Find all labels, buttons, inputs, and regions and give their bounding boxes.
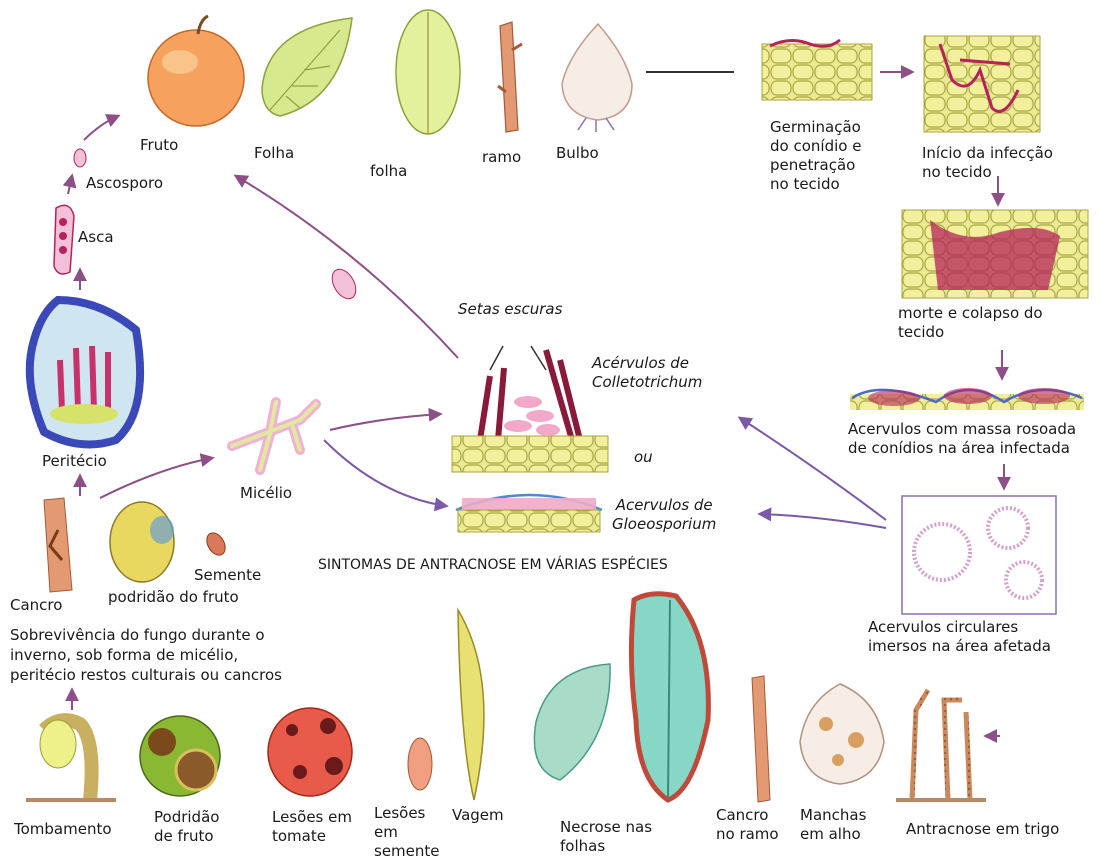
infection-start-label: Início da infecção no tecido	[922, 144, 1053, 182]
apple-rot-label: Podridão de fruto	[154, 808, 219, 846]
wheat-label: Antracnose em trigo	[906, 820, 1059, 839]
ascospore-illustration	[74, 149, 86, 167]
garlic-illustration	[800, 684, 884, 784]
ascus-illustration	[54, 205, 74, 274]
ascospore-label: Ascosporo	[86, 174, 163, 193]
symptoms-title: SINTOMAS DE ANTRACNOSE EM VÁRIAS ESPÉCIE…	[318, 556, 668, 575]
fruit-label: Fruto	[140, 136, 178, 155]
tomato-illustration	[268, 708, 352, 796]
leaf-label-2: folha	[370, 162, 407, 181]
germination-label: Germinação do conídio e penetração no te…	[770, 118, 861, 194]
bulb-label: Bulbo	[556, 144, 599, 163]
rotten-fruit-illustration	[110, 502, 174, 582]
leaf-illustration-2	[396, 10, 460, 134]
seedling-illustration	[26, 720, 116, 800]
arrow	[236, 176, 458, 358]
tissue-collapse	[902, 210, 1088, 298]
seed-lesion-illustration	[408, 738, 432, 790]
survival-line-2: inverno, sob forma de micélio,	[10, 646, 238, 665]
branch-illustration	[498, 22, 522, 132]
branch-canker-illustration	[752, 676, 770, 802]
dark-setae-label: Setas escuras	[458, 300, 562, 319]
pod-label: Vagem	[452, 806, 504, 825]
seed-illustration	[203, 530, 229, 559]
wheat-illustration	[896, 690, 1000, 800]
apple-rot-illustration	[140, 716, 220, 796]
arrow	[68, 176, 72, 194]
colletotrichum-label: Acérvulos de Colletotrichum	[592, 354, 702, 392]
mycelium-illustration	[232, 402, 316, 470]
circular-acervuli-panel	[902, 496, 1056, 614]
perithecium-label: Peritécio	[42, 452, 107, 471]
bulb-illustration	[562, 24, 632, 132]
tomato-lesion-label: Lesões em tomate	[272, 808, 352, 846]
acervuli-mass-label: Acervulos com massa rosoada de conídios …	[848, 420, 1076, 458]
arrow	[330, 414, 440, 430]
branch-label: ramo	[482, 148, 521, 167]
seed-lesion-label: Lesões em semente	[374, 804, 440, 861]
leader-line	[531, 346, 546, 370]
conidium-illustration	[327, 265, 360, 303]
fruit-rot-label: podridão do fruto	[108, 588, 239, 607]
leader-line	[490, 346, 503, 370]
arrow	[100, 458, 212, 498]
branch-canker-label: Cancro no ramo	[716, 806, 779, 844]
survival-line-1: Sobrevivência do fungo durante o	[10, 626, 265, 645]
leaf-label-1: Folha	[254, 144, 294, 163]
fruit-illustration	[148, 16, 244, 126]
colletotrichum-acervulus	[452, 350, 608, 472]
survival-line-3: peritécio restos culturais ou cancros	[10, 666, 282, 685]
canker-illustration	[44, 498, 72, 592]
leaf-necrosis-illustration	[534, 594, 708, 800]
tissue-infection-start	[924, 36, 1040, 132]
arrow	[324, 440, 446, 506]
leaf-necrosis-label: Necrose nas folhas	[560, 818, 652, 856]
seed-label: Semente	[194, 566, 261, 585]
circular-acervuli-label: Acervulos circulares imersos na área afe…	[868, 618, 1051, 656]
arrow	[760, 514, 886, 528]
gloeosporium-label: Acervulos de Gloeosporium	[612, 496, 716, 534]
canker-label: Cancro	[10, 596, 62, 615]
leaf-illustration-1	[262, 18, 352, 116]
gloeosporium-acervulus	[456, 495, 602, 532]
mycelium-label: Micélio	[240, 484, 292, 503]
garlic-spots-label: Manchas em alho	[800, 806, 866, 844]
tissue-germination	[762, 40, 872, 100]
or-label: ou	[634, 448, 653, 467]
tissue-acervuli-mass	[850, 388, 1084, 410]
tissue-collapse-label: morte e colapso do tecido	[898, 304, 1043, 342]
perithecium-illustration	[30, 300, 140, 445]
damping-off-label: Tombamento	[14, 820, 112, 839]
arrow	[84, 116, 118, 140]
ascus-label: Asca	[78, 228, 114, 247]
pod-illustration	[458, 610, 484, 800]
